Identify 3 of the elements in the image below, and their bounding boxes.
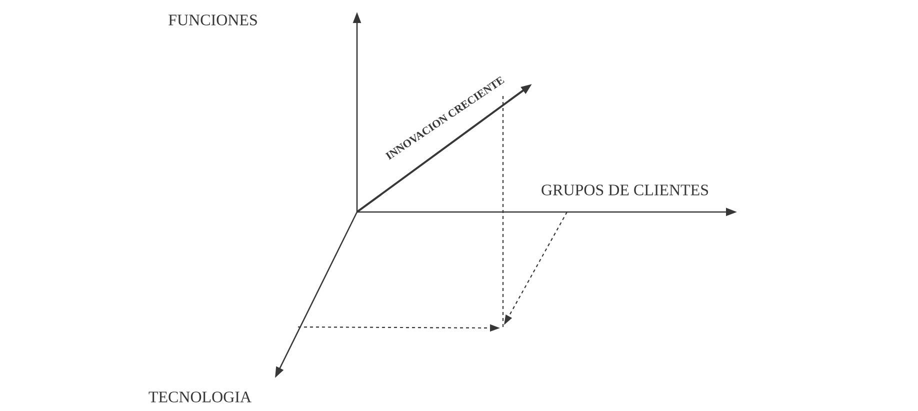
axis-label: GRUPOS DE CLIENTES [542,184,708,196]
axis-label: FUNCIONES [168,14,257,26]
axis-label: TECNOLOGIA [148,392,252,402]
